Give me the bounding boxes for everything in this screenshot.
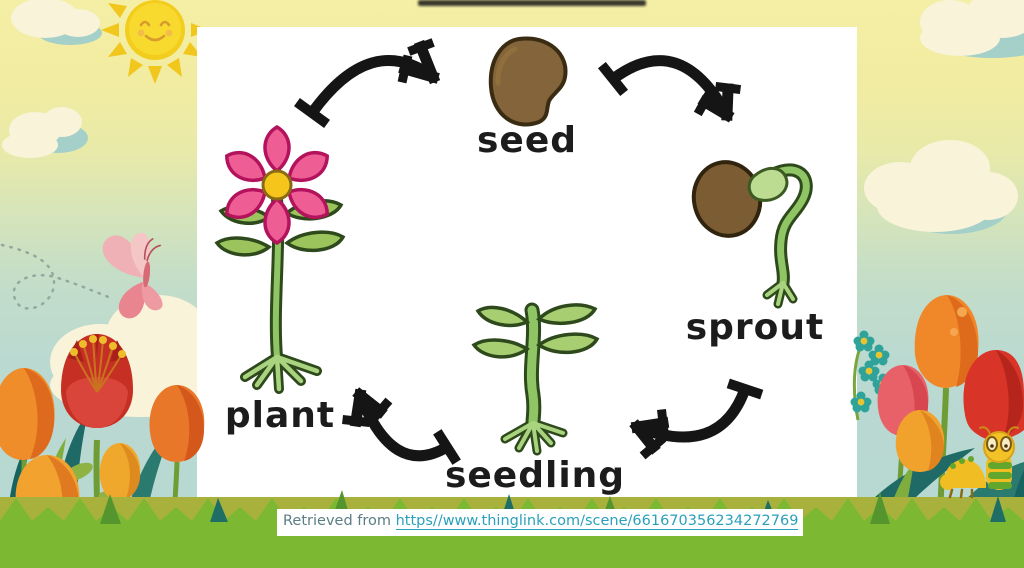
sprout-icon [691, 160, 813, 309]
stage-label-sprout: sprout [685, 307, 825, 348]
life-cycle-diagram [214, 36, 813, 465]
tulip-icon [15, 455, 80, 538]
stage-label-seed: seed [476, 120, 578, 161]
tulip-icon [99, 443, 141, 500]
cycle-arrow-icon [294, 38, 441, 128]
cutoff-title-strip [418, 0, 646, 6]
cloud-icon [864, 140, 1018, 234]
dotted-flight-path [0, 243, 116, 310]
cloud-icon [2, 107, 88, 158]
tulip-icon [0, 368, 55, 563]
citation-prefix: Retrieved from [283, 513, 396, 529]
flower-plant-icon [214, 124, 346, 394]
cloud-icon [920, 0, 1024, 58]
tulip-icon [914, 295, 979, 388]
smiling-sun-icon [101, 0, 209, 84]
butterfly-icon [102, 232, 163, 319]
cloud-icon [11, 0, 102, 45]
diagram-card: seed sprout seedling plant [197, 27, 857, 505]
citation-bar: Retrieved from https//www.thinglink.com/… [277, 509, 804, 536]
citation-link[interactable]: https//www.thinglink.com/scene/661670356… [395, 513, 799, 530]
cycle-arrow-icon [342, 387, 461, 465]
right-flower-group [828, 295, 1024, 563]
caterpillar-icon [940, 426, 1019, 499]
tulip-icon [895, 410, 945, 472]
cycle-arrow-icon [597, 55, 742, 123]
cycle-arrow-icon [629, 378, 764, 460]
seed-icon [488, 36, 568, 127]
poppy-icon [61, 334, 133, 563]
seedling-icon [471, 302, 600, 456]
stage-label-plant: plant [224, 395, 336, 436]
stage-label-seedling: seedling [444, 455, 626, 496]
tulip-icon [963, 350, 1024, 441]
left-flower-group [0, 334, 205, 563]
tulip-icon [877, 365, 929, 436]
